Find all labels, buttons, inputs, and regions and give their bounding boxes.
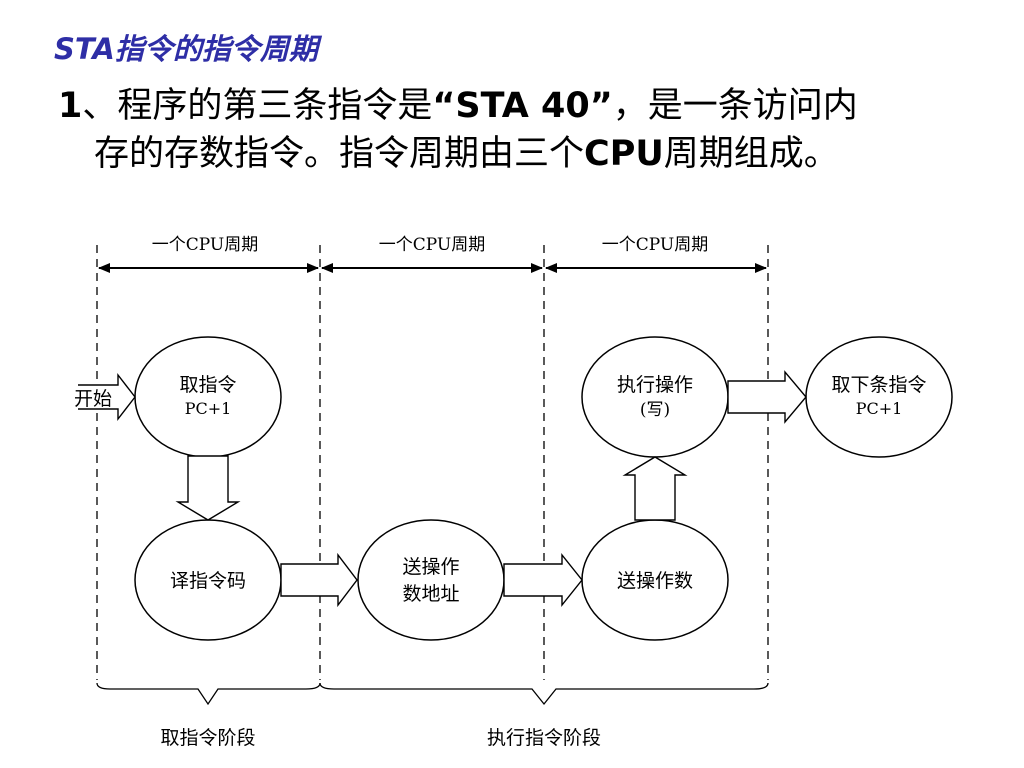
fetch-phase-label: 取指令阶段 bbox=[160, 727, 255, 749]
fetch-node bbox=[134, 336, 282, 458]
execute-label-1: 执行操作 bbox=[617, 374, 693, 396]
cycle-label-2: 一个CPU周期 bbox=[379, 235, 485, 255]
execute-phase-brace bbox=[319, 682, 769, 706]
cycle-boundaries bbox=[96, 245, 769, 680]
fetch-label-2: PC+1 bbox=[185, 399, 232, 418]
intro-text-1b: ，是一条访问内 bbox=[612, 86, 858, 126]
cycle-label-1: 一个CPU周期 bbox=[152, 235, 258, 255]
cpu-term: CPU bbox=[584, 134, 664, 174]
start-arrow bbox=[78, 372, 136, 422]
decode-label: 译指令码 bbox=[170, 570, 246, 592]
send-address-label-1: 送操作 bbox=[402, 556, 459, 578]
intro-paragraph: 1、程序的第三条指令是“STA 40”，是一条访问内 存的存数指令。指令周期由三… bbox=[58, 82, 988, 178]
next-label-1: 取下条指令 bbox=[831, 374, 926, 396]
execute-label-2: (写) bbox=[640, 400, 670, 420]
execute-phase-label: 执行指令阶段 bbox=[487, 727, 601, 749]
fetch-phase-brace bbox=[96, 682, 321, 706]
send-operand-label: 送操作数 bbox=[617, 570, 693, 592]
fetch-label-1: 取指令 bbox=[179, 374, 236, 396]
next-instruction-node bbox=[805, 336, 953, 458]
fetch-to-decode-arrow bbox=[175, 455, 241, 521]
address-to-operand-arrow bbox=[503, 553, 583, 607]
item-number: 1 bbox=[58, 86, 83, 126]
instruction-code: STA 40 bbox=[455, 86, 590, 126]
quote-open: “ bbox=[432, 86, 456, 126]
execute-to-next-arrow bbox=[727, 370, 807, 424]
quote-close: ” bbox=[589, 86, 613, 126]
execute-node bbox=[581, 336, 729, 458]
decode-to-address-arrow bbox=[280, 552, 358, 608]
intro-text-1a: 、程序的第三条指令是 bbox=[82, 86, 433, 126]
start-label: 开始 bbox=[74, 388, 112, 410]
intro-text-2b: 周期组成。 bbox=[663, 134, 839, 174]
intro-line-2: 存的存数指令。指令周期由三个CPU周期组成。 bbox=[58, 130, 988, 178]
cycle-label-3: 一个CPU周期 bbox=[602, 235, 708, 255]
send-address-node bbox=[357, 519, 505, 641]
next-label-2: PC+1 bbox=[856, 399, 903, 418]
send-address-label-2: 数地址 bbox=[402, 583, 459, 605]
operand-to-execute-arrow bbox=[622, 456, 688, 521]
intro-text-2a: 存的存数指令。指令周期由三个 bbox=[94, 134, 585, 174]
page-title: STA指令的指令周期 bbox=[54, 32, 318, 66]
